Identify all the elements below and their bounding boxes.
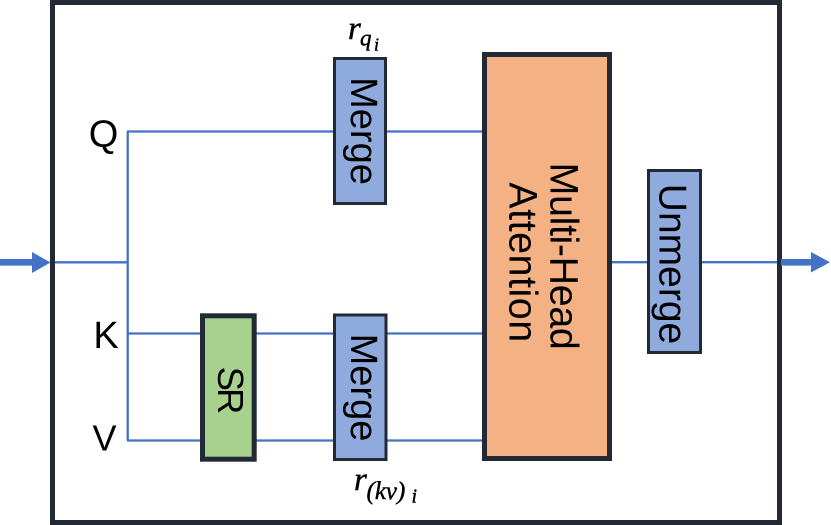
svg-text:V: V	[92, 418, 116, 459]
svg-text:Merge: Merge	[342, 77, 384, 185]
svg-text:i: i	[374, 35, 379, 55]
svg-text:q: q	[360, 26, 372, 51]
svg-text:Attention: Attention	[501, 182, 545, 342]
svg-text:SR: SR	[210, 367, 251, 413]
svg-text:K: K	[93, 315, 118, 357]
svg-text:r: r	[348, 11, 361, 47]
svg-text:r: r	[354, 462, 367, 498]
svg-text:i: i	[412, 485, 418, 507]
svg-text:Multi-Head: Multi-Head	[541, 163, 585, 350]
svg-text:Merge: Merge	[342, 334, 384, 442]
svg-text:Unmerge: Unmerge	[651, 184, 694, 344]
svg-text:(kv): (kv)	[367, 478, 406, 505]
svg-text:Q: Q	[89, 114, 119, 156]
